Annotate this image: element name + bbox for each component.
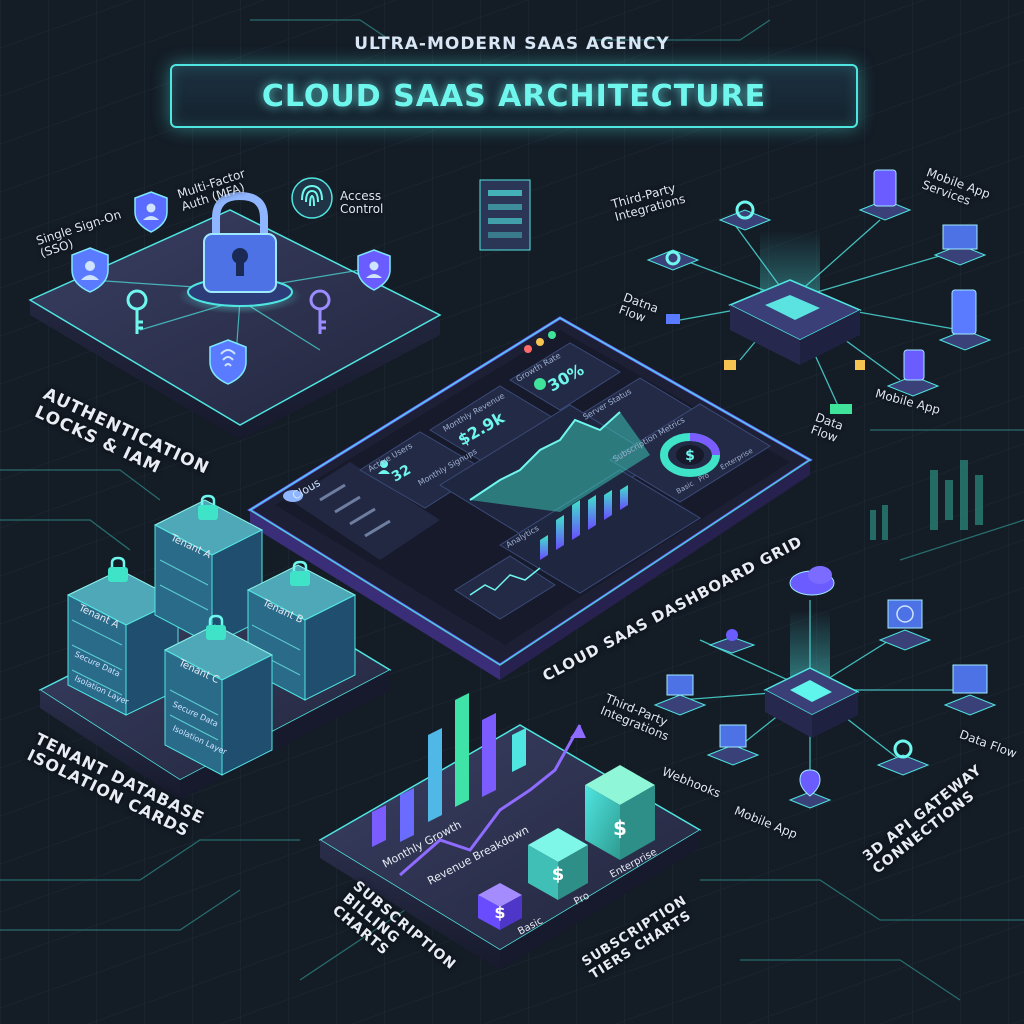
dashboard-bar-chart [540, 485, 628, 560]
circuit-traces [0, 19, 1024, 1001]
dashboard-tablet: $ Clous Active Users 32 Monthly Revenue … [247, 316, 813, 680]
decorative-data-bars [870, 460, 983, 540]
dashboard-sidebar [290, 462, 440, 560]
location-pin-icon [788, 769, 832, 809]
key-icon [309, 289, 331, 334]
cloud-icon [283, 490, 303, 502]
server-rack [479, 179, 531, 251]
shield-icon [71, 247, 109, 293]
header-subtitle: Ultra-Modern SaaS Agency [354, 34, 670, 54]
bars-card [499, 469, 701, 594]
billing-platform: $ $ $ Monthly Growth Revenue Breakdown B… [318, 693, 702, 970]
dollar-icon: $ [613, 816, 627, 840]
padlock-icon [108, 556, 128, 582]
monitor-icon [933, 224, 987, 266]
integration-hub [646, 169, 992, 414]
cloud-icon [789, 566, 835, 596]
tenant-platform: Tenant A Tenant A Tenant B Tenant C Secu… [38, 494, 392, 800]
gear-icon [876, 739, 930, 776]
title-banner: Cloud SaaS Architecture [170, 64, 858, 128]
shield-icon [357, 249, 391, 291]
laptop-icon [653, 674, 707, 716]
padlock-icon [206, 614, 226, 640]
gear-icon [718, 200, 772, 231]
access-control-label: Access Control [340, 189, 384, 217]
key-icon [126, 289, 148, 334]
dollar-icon: $ [494, 903, 505, 922]
users-icon [378, 460, 390, 474]
mobile-device-icon [886, 349, 940, 397]
integration-icon [708, 629, 756, 654]
growth-trend-line [399, 724, 582, 877]
tier-cube-pro: $ [528, 828, 588, 900]
padlock-icon [178, 191, 302, 314]
mobile-device-icon [858, 169, 912, 221]
padlock-icon [290, 560, 310, 586]
gear-icon [646, 249, 700, 271]
growth-bar-chart [372, 693, 526, 847]
tier-cube-basic: $ [478, 883, 522, 930]
api-gateway [653, 566, 997, 809]
page-title: Cloud SaaS Architecture [261, 78, 767, 114]
growth-indicator-icon [534, 378, 546, 390]
monitor-icon [943, 664, 997, 716]
padlock-icon [198, 494, 218, 520]
auth-platform-top [28, 209, 442, 426]
tenant-c-stack [163, 614, 274, 776]
auth-platform [28, 177, 442, 440]
analytics-area-chart [470, 412, 650, 512]
globe-icon [878, 599, 932, 651]
shield-icon [134, 191, 168, 233]
svg-text:$: $ [685, 448, 695, 464]
dollar-icon: $ [552, 864, 565, 885]
mobile-device-icon [938, 289, 992, 351]
webhook-icon [706, 724, 760, 766]
mini-chart-card [454, 555, 556, 620]
fingerprint-icon [291, 177, 333, 219]
growth-card [509, 342, 621, 411]
tier-cube-enterprise: $ [585, 765, 655, 860]
tenant-a-top-stack [153, 494, 264, 646]
donut-chart: $ [660, 433, 720, 477]
shield-icon [209, 339, 247, 385]
